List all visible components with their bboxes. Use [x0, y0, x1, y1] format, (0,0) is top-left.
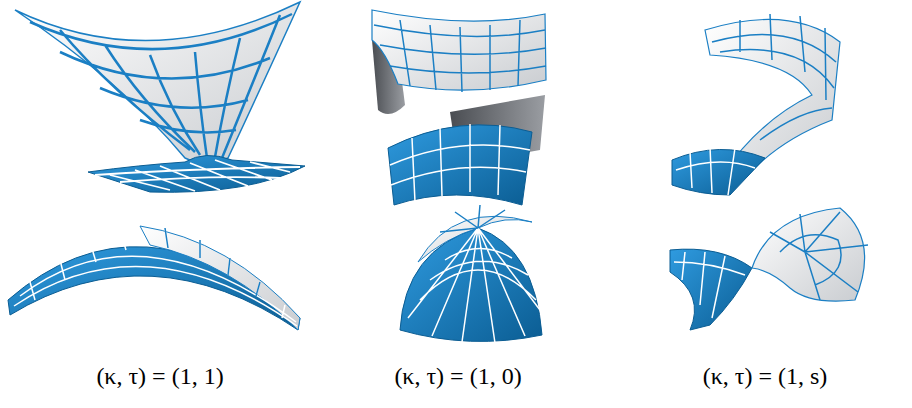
grid-lines	[95, 160, 300, 191]
surface-bottom-middle	[400, 205, 542, 343]
grid-lines	[770, 212, 868, 300]
surface-sheet	[88, 155, 305, 192]
surface-sheet	[418, 216, 532, 262]
grid-lines	[390, 124, 530, 202]
surface-sheet	[672, 149, 765, 195]
grid-lines	[674, 252, 745, 318]
parameter-label: (κ, τ) = (1, 0)	[394, 362, 521, 391]
grid-lines	[14, 228, 297, 326]
grid-lines	[165, 228, 260, 296]
surface-sheet	[140, 226, 300, 330]
surface-sheet	[670, 249, 752, 330]
surface-sheet	[15, 2, 300, 163]
parameter-label: (κ, τ) = (1, s)	[703, 362, 828, 391]
grid-lines	[440, 205, 505, 232]
grid-lines	[676, 147, 755, 195]
grid-lines	[30, 14, 292, 158]
surface-top-left	[15, 2, 305, 192]
surface-bottom-right	[670, 208, 868, 330]
surface-bottom-left	[8, 226, 300, 330]
grid-lines	[408, 228, 540, 343]
surface-sheet	[388, 125, 532, 205]
parameter-label: (κ, τ) = (1, 1)	[96, 362, 223, 391]
surface-top-right	[672, 14, 840, 195]
grid-lines	[374, 20, 546, 92]
grid-lines	[712, 14, 836, 140]
surface-top-middle	[372, 10, 546, 205]
